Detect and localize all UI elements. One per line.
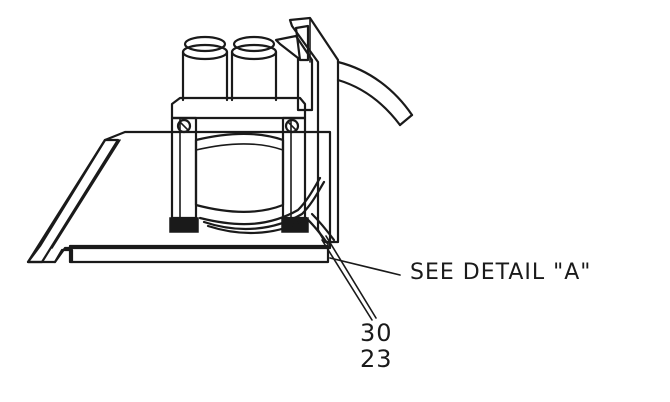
see-detail-callout: SEE DETAIL "A"	[410, 260, 592, 285]
cable	[336, 60, 414, 127]
wire-harness	[198, 176, 336, 246]
reference-number: 23	[360, 345, 393, 373]
rear-bracket	[288, 16, 340, 244]
reference-number: 30	[360, 319, 393, 347]
base-plate	[26, 130, 332, 264]
leader-lines	[321, 235, 401, 321]
transformer	[169, 96, 309, 233]
